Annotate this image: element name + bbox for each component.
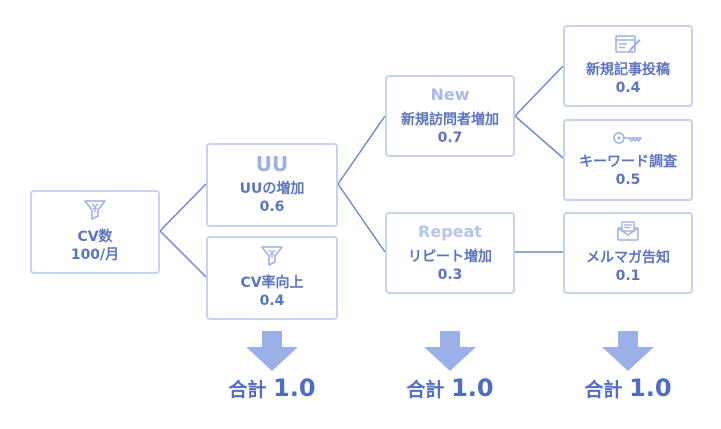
node-cv-count: CV数 100/月 [30,190,160,274]
down-arrow-icon [246,331,298,371]
node-repeat-title: リピート増加 [408,249,492,265]
down-arrow-icon [424,331,476,371]
node-cv-count-title: CV数 [77,229,113,245]
node-repeat-tag: Repeat [418,222,482,241]
node-article-value: 0.4 [615,80,641,96]
node-cv-count-value: 100/月 [70,247,120,263]
node-new-tag: New [430,85,470,104]
yen-funnel-icon [261,246,283,266]
node-repeat-visitors: Repeat リピート増加 0.3 [385,212,515,294]
total-label: 合計 [584,379,623,401]
connector-cv-uu [159,183,207,232]
total-value: 1.0 [451,374,494,402]
total-label: 合計 [228,379,267,401]
node-uu-value: 0.6 [259,199,285,215]
node-cv-rate: CV率向上 0.4 [206,236,338,320]
article-edit-icon [615,35,641,53]
node-repeat-value: 0.3 [437,267,463,283]
total-column-2: 合計 1.0 [395,376,505,402]
total-column-1: 合計 1.0 [217,376,327,402]
newsletter-icon [617,221,639,241]
node-new-value: 0.7 [437,130,463,146]
total-label: 合計 [406,379,445,401]
total-value: 1.0 [629,374,672,402]
connector-new-article [514,65,564,117]
node-cv-rate-title: CV率向上 [240,275,304,291]
key-icon [613,132,642,144]
connector-uu-repeat [337,183,386,253]
connector-new-keyword [514,115,564,159]
node-uu-increase: UU UUの増加 0.6 [206,143,338,227]
node-article-title: 新規記事投稿 [586,62,670,78]
node-new-title: 新規訪問者増加 [401,112,499,128]
node-mail-value: 0.1 [615,268,641,284]
node-cv-rate-value: 0.4 [259,293,285,309]
node-mail-title: メルマガ告知 [586,250,670,266]
yen-funnel-icon [84,200,106,220]
connector-cv-rate [159,230,207,278]
node-keyword-title: キーワード調査 [579,154,677,170]
total-value: 1.0 [273,374,316,402]
total-column-3: 合計 1.0 [573,376,683,402]
node-keyword-research: キーワード調査 0.5 [563,119,693,201]
connector-uu-new [337,115,386,185]
down-arrow-icon [602,331,654,371]
node-uu-tag: UU [255,152,289,176]
node-new-visitors: New 新規訪問者増加 0.7 [385,75,515,157]
node-keyword-value: 0.5 [615,172,641,188]
node-newsletter: メルマガ告知 0.1 [563,212,693,294]
node-uu-title: UUの増加 [239,181,305,197]
node-new-article: 新規記事投稿 0.4 [563,25,693,107]
